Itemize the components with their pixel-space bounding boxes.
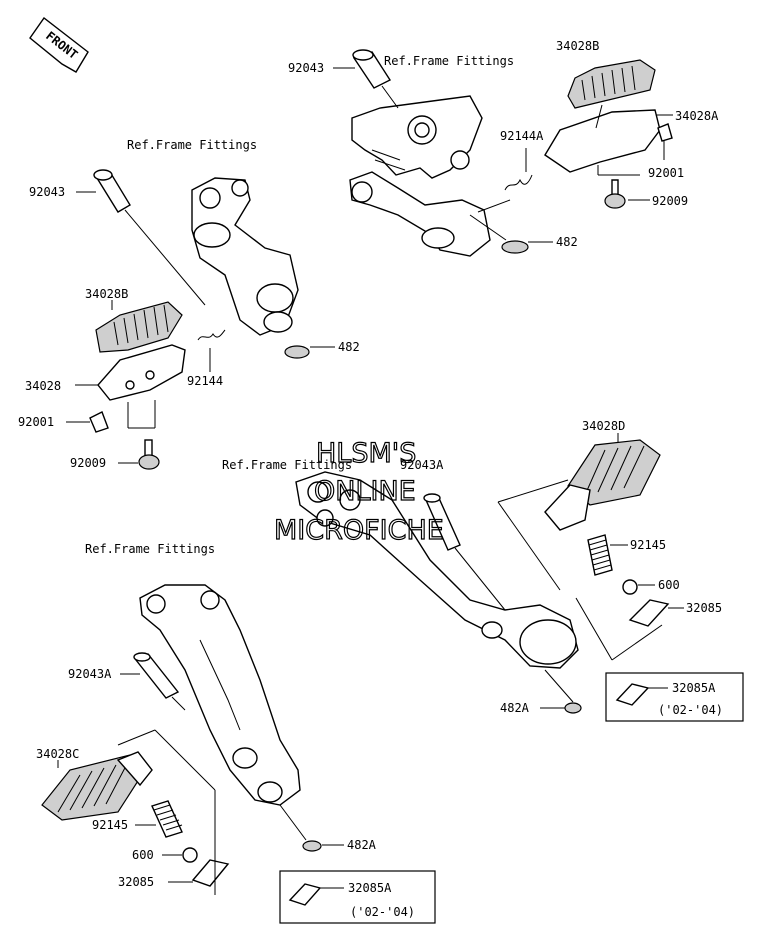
- label-92001-top: 92001: [648, 166, 684, 180]
- footpeg-34028C: [41, 729, 216, 821]
- label-482-top: 482: [556, 235, 578, 249]
- label-32085A-right-years: ('02-'04): [658, 703, 723, 717]
- front-arrow: FRONT: [29, 16, 89, 73]
- label-34028: 34028: [25, 379, 61, 393]
- ref-label-top-center: Ref.Frame Fittings: [384, 54, 514, 68]
- label-92009-top: 92009: [652, 194, 688, 208]
- inset-32085A-right: [605, 672, 744, 722]
- bolt-92009-top: [597, 165, 650, 209]
- label-92009-left: 92009: [70, 456, 106, 470]
- label-34028D: 34028D: [582, 419, 625, 433]
- label-34028B-left: 34028B: [85, 287, 128, 301]
- washer-482-left: [284, 345, 335, 359]
- footpeg-34028D: [497, 433, 661, 591]
- ref-label-top-left: Ref.Frame Fittings: [127, 138, 257, 152]
- bracket-top-left: [191, 177, 299, 336]
- pin-92043A-left: [120, 652, 186, 711]
- footpeg-34028A: [544, 59, 673, 173]
- bolt-92001-left: [66, 411, 109, 433]
- label-32085-left: 32085: [118, 875, 154, 889]
- label-92001-left: 92001: [18, 415, 54, 429]
- label-482-left: 482: [338, 340, 360, 354]
- ref-label-lower-left: Ref.Frame Fittings: [85, 542, 215, 556]
- label-92043-left: 92043: [29, 185, 65, 199]
- watermark-line-2: ONLINE: [314, 476, 416, 507]
- spring-92144A: [477, 148, 533, 213]
- inset-32085A-left: [279, 870, 436, 924]
- pin-92043A-mid: [423, 493, 506, 611]
- label-34028A: 34028A: [675, 109, 719, 123]
- bracket-lower-left: [139, 584, 301, 806]
- label-32085A-left-years: ('02-'04): [350, 905, 415, 919]
- ball-600-right: [622, 579, 655, 595]
- label-32085A-right: 32085A: [672, 681, 716, 695]
- watermark-line-3: MICROFICHE: [274, 515, 444, 546]
- label-600-right: 600: [658, 578, 680, 592]
- label-34028B-top: 34028B: [556, 39, 599, 53]
- label-482A-left: 482A: [347, 838, 377, 852]
- spring-92145-left: [135, 800, 183, 838]
- detent-32085-left: [168, 790, 230, 895]
- pin-92043-left: [76, 169, 206, 306]
- spring-92144: [197, 329, 226, 372]
- detent-32085-right: [575, 597, 684, 661]
- label-92145-left: 92145: [92, 818, 128, 832]
- washer-482-top: [469, 214, 553, 254]
- ref-label-middle: Ref.Frame Fittings: [222, 458, 352, 472]
- label-92043-top: 92043: [288, 61, 324, 75]
- label-482A-mid: 482A: [500, 701, 530, 715]
- bolt-92009-left: [118, 400, 160, 470]
- bracket-middle: [295, 471, 579, 669]
- pin-92043-top: [333, 49, 399, 109]
- footpeg-34028: [75, 344, 186, 401]
- watermark: HLSM'S ONLINE MICROFICHE: [273, 437, 444, 546]
- ball-600-left: [162, 847, 198, 863]
- label-32085-right: 32085: [686, 601, 722, 615]
- bracket-top-right: [349, 95, 491, 257]
- watermark-line-1: HLSM'S: [316, 438, 416, 469]
- label-92144A: 92144A: [500, 129, 544, 143]
- label-92145-right: 92145: [630, 538, 666, 552]
- label-92043A-left: 92043A: [68, 667, 112, 681]
- bolt-92001-top: [657, 123, 673, 160]
- label-92144: 92144: [187, 374, 223, 388]
- label-92043A-mid: 92043A: [400, 458, 444, 472]
- footpeg-34028B-left: [95, 300, 183, 353]
- spring-92145-right: [587, 534, 628, 576]
- washer-482A-left: [279, 804, 344, 852]
- label-32085A-left: 32085A: [348, 881, 392, 895]
- washer-482A-mid: [540, 669, 582, 714]
- label-600-left: 600: [132, 848, 154, 862]
- label-34028C: 34028C: [36, 747, 79, 761]
